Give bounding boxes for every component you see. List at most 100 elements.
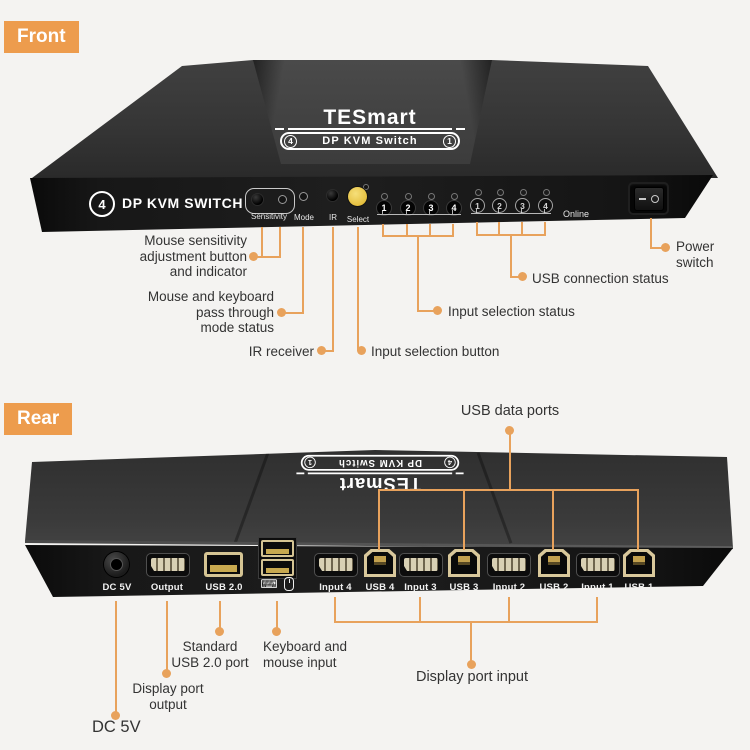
annotation-line-text: Mouse and keyboard	[147, 289, 274, 304]
brand-name: TESmart	[323, 106, 417, 129]
sensitivity-label: Sensitivity	[250, 212, 287, 221]
keyboard-mouse-usb-ports[interactable]	[258, 537, 297, 579]
annotation-tick-usb-1	[476, 222, 478, 236]
annotation-dot-usb-data	[505, 426, 514, 435]
annotation-line-power-h	[650, 247, 665, 249]
annotation-tick-input-3	[429, 224, 431, 237]
annotation-tick-input-2	[406, 224, 408, 237]
dp-input4-port[interactable]	[314, 553, 358, 577]
annotation-line-text: Standard	[182, 639, 238, 654]
input-led-tick	[452, 210, 453, 214]
rear-section-badge: Rear	[4, 403, 73, 435]
annotation-dot-power	[661, 243, 670, 252]
annotation-line-usb-status-h	[510, 276, 522, 278]
annotation-line-usb-data-v	[509, 431, 511, 491]
usb-tongue	[266, 549, 289, 554]
usbb-4-port[interactable]	[364, 549, 396, 577]
annotation-kb-mouse: Keyboard and mouse input	[263, 639, 347, 670]
annotation-line-input-status-v	[417, 235, 419, 312]
usbb-1-port[interactable]	[623, 549, 655, 577]
rear-seam-right	[476, 452, 513, 544]
usb3-label: USB 3	[449, 582, 479, 593]
select-label: Select	[346, 215, 370, 224]
dp-slot	[492, 558, 526, 571]
logo-num-1: 1	[304, 457, 316, 469]
usb2-label: USB 2.0	[205, 582, 243, 593]
power-rocker	[634, 187, 664, 211]
front-section-badge: Front	[4, 21, 79, 53]
online-label: Online	[562, 209, 589, 219]
usb-mouse-port[interactable]	[261, 559, 294, 576]
annotation-tick-input-4	[452, 224, 454, 237]
annotation-passthrough: Mouse and keyboard pass through mode sta…	[100, 289, 274, 336]
annotation-ir-receiver: IR receiver	[248, 344, 314, 359]
annotation-line-dc	[115, 601, 117, 714]
annotation-drop-usb1	[637, 489, 639, 550]
annotation-line-kb-mouse	[276, 601, 278, 630]
annotation-tick-usb-3	[521, 222, 523, 236]
tesmart-logo: TESmart 4 DP KVM Switch 1	[275, 106, 465, 150]
usb2-port[interactable]	[204, 552, 243, 577]
front-device-top-surface: TESmart 4 DP KVM Switch 1	[32, 60, 718, 178]
logo-num-1: 1	[442, 134, 456, 148]
annotation-std-usb: Standard USB 2.0 port	[150, 639, 270, 670]
usb-led-dot-2	[497, 189, 504, 196]
annotation-bracket-usb-data	[378, 489, 639, 491]
annotation-line-text: mode status	[200, 320, 274, 335]
annotation-dot-std-usb	[215, 627, 224, 636]
annotation-dot-ir	[317, 346, 326, 355]
annotation-input-button: Input selection button	[371, 344, 500, 359]
usbb-3-port[interactable]	[448, 549, 480, 577]
select-led	[363, 184, 369, 190]
annotation-dp-input: Display port input	[415, 669, 529, 685]
dp-output-port[interactable]	[146, 553, 190, 577]
usb-led-tick	[521, 209, 522, 213]
dc-power-jack[interactable]	[104, 552, 129, 577]
usb-led-dot-3	[520, 189, 527, 196]
annotation-line-power-v	[650, 218, 652, 249]
usb-status-led-3: 3	[515, 198, 530, 213]
panel-logo-circle: 4	[89, 191, 115, 217]
dp-input2-port[interactable]	[487, 553, 531, 577]
sensitivity-button[interactable]	[252, 194, 263, 205]
usbb-2-port[interactable]	[538, 549, 570, 577]
annotation-line-dp-input-v	[470, 621, 472, 663]
usb-status-led-4: 4	[538, 198, 553, 213]
dp-input1-port[interactable]	[576, 553, 620, 577]
annotation-line-sensitivity-1	[261, 227, 263, 258]
input-led-dot-4	[451, 193, 458, 200]
usb4-label: USB 4	[365, 582, 395, 593]
annotation-line-dp-output	[166, 601, 168, 672]
annotation-power-switch: Power switch	[676, 239, 715, 270]
usb-keyboard-port[interactable]	[261, 540, 294, 557]
usb-status-led-1: 1	[470, 198, 485, 213]
logo-num-4: 4	[444, 457, 456, 469]
annotation-line-text: Mouse sensitivity	[144, 233, 247, 248]
power-switch[interactable]	[628, 182, 669, 215]
dp-input3-port[interactable]	[399, 553, 443, 577]
annotation-riser-input4	[334, 597, 336, 623]
front-panel: 4 DP KVM SWITCH Sensitivity Mode IR Sele…	[30, 175, 713, 232]
logo-model-band: 4 DP KVM Switch 1	[300, 454, 460, 471]
annotation-dot-kb-mouse	[272, 627, 281, 636]
select-button[interactable]	[348, 187, 367, 206]
input1-label: Input 1	[581, 582, 614, 593]
ir-receiver	[327, 190, 338, 201]
input-led-dot-1	[381, 193, 388, 200]
keyboard-icon: ⌨	[260, 577, 278, 591]
annotation-line-text: Keyboard and	[263, 639, 348, 654]
logo-model-text: DP KVM Switch	[322, 135, 418, 147]
power-on-mark	[639, 198, 647, 200]
dp-slot	[319, 558, 353, 571]
usb2b-label: USB 2	[539, 582, 569, 593]
ir-label: IR	[329, 213, 337, 222]
input-status-led-2: 2	[400, 200, 416, 216]
mode-led	[299, 192, 308, 201]
input-led-dot-3	[428, 193, 435, 200]
input-led-tick	[382, 210, 383, 214]
annotation-line-ir-v	[332, 227, 334, 352]
usb-status-led-2: 2	[492, 198, 507, 213]
mode-label: Mode	[293, 213, 314, 222]
annotation-line-passthrough-h	[281, 312, 304, 314]
